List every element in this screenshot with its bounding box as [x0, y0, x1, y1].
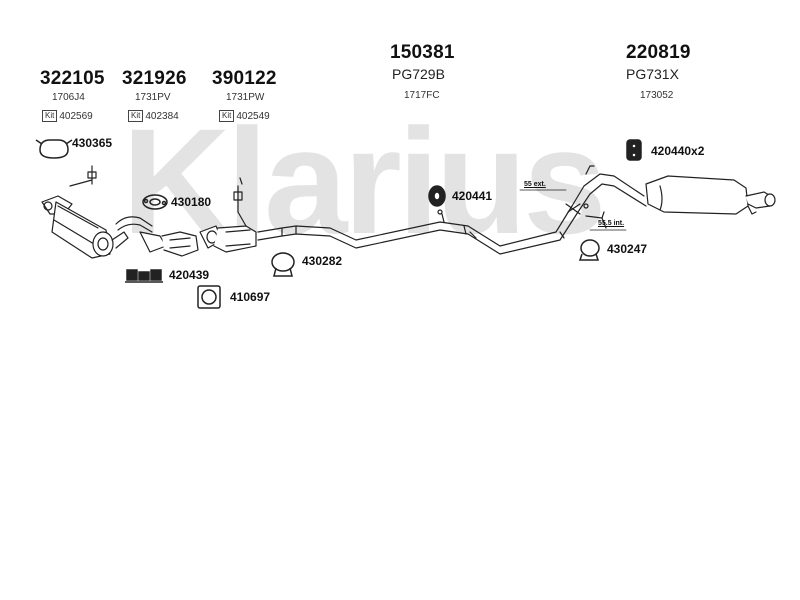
oe-code-1706J4: 1706J4	[52, 92, 85, 103]
kit-row-402569: Kit 402569	[42, 110, 93, 122]
rubber-mount-420441-icon	[428, 185, 446, 207]
clamp-430365-icon	[35, 139, 73, 159]
kit-number: 402384	[145, 110, 179, 122]
oe-code-1731PV: 1731PV	[135, 92, 171, 103]
dimension-leader-lines	[519, 189, 627, 231]
oe-code-1717FC: 1717FC	[404, 90, 440, 101]
part-label-420440x2: 420440x2	[651, 144, 705, 158]
gasket-430180-icon	[142, 194, 168, 210]
centre-pipe-drawing	[257, 205, 579, 255]
part-label-410697: 410697	[230, 290, 271, 304]
kit-number: 402569	[59, 110, 93, 122]
sub-code-PG731X: PG731X	[626, 66, 679, 82]
clamp-430282-icon	[271, 252, 295, 277]
kit-badge: Kit	[128, 110, 144, 122]
kit-row-402384: Kit 402384	[128, 110, 179, 122]
rubber-mount-420440-icon	[626, 139, 642, 161]
oe-code-1731PW: 1731PW	[226, 92, 265, 103]
front-pipe-drawing	[115, 216, 199, 257]
kit-number: 402549	[236, 110, 270, 122]
part-label-430247: 430247	[607, 242, 648, 256]
part-label-420441: 420441	[452, 189, 493, 203]
part-label-420439: 420439	[169, 268, 210, 282]
kit-badge: Kit	[219, 110, 235, 122]
part-label-430180: 430180	[171, 195, 212, 209]
kit-row-402549: Kit 402549	[219, 110, 270, 122]
part-number-150381: 150381	[390, 42, 455, 63]
sub-code-PG729B: PG729B	[392, 66, 445, 82]
part-number-321926: 321926	[122, 68, 187, 89]
oe-code-173052: 173052	[640, 90, 674, 101]
centre-catalyst-drawing	[199, 177, 257, 253]
clamp-430247-icon	[578, 239, 600, 261]
part-number-322105: 322105	[40, 68, 105, 89]
dimension-ext-label: 55 ext.	[524, 181, 546, 188]
part-number-220819: 220819	[626, 42, 691, 63]
dimension-int-label: 55.5 int.	[598, 220, 625, 227]
part-label-430365: 430365	[72, 136, 113, 150]
part-number-390122: 390122	[212, 68, 277, 89]
rear-silencer-drawing	[559, 165, 776, 239]
sensor-bracket-drawing	[69, 165, 97, 187]
part-label-430282: 430282	[302, 254, 343, 268]
mounting-420439-icon	[125, 269, 163, 283]
kit-badge: Kit	[42, 110, 58, 122]
flange-gasket-410697-icon	[197, 285, 221, 309]
catalytic-converter-drawing	[41, 195, 129, 259]
